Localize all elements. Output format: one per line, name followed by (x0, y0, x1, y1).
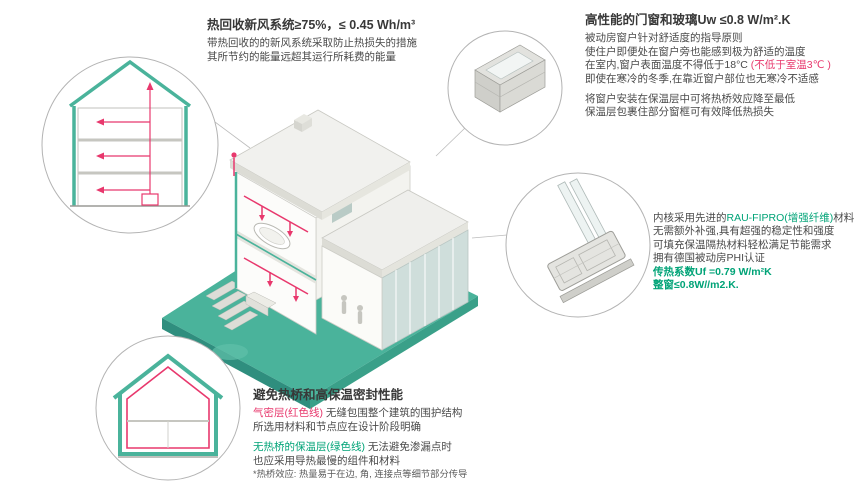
frame-side-face (499, 59, 546, 113)
window-profile-detail (505, 172, 651, 318)
heat-recovery-diagram (41, 56, 219, 234)
thermal-insulation-line: 无热桥的保温层(绿色线) 无法避免渗漏点时 (253, 441, 467, 454)
frame-line-highlight: RAU-FIPRO(增强纤维) (726, 212, 834, 224)
insulation-text: 无法避免渗漏点时 (365, 441, 452, 454)
glass-wing-roof-edge (382, 222, 468, 278)
frame-u-value: 整窗≤0.8W//m2.K. (653, 279, 739, 292)
frame-line-text: 内核采用先进的 (653, 212, 727, 224)
kitchen-counter (245, 295, 269, 317)
profile-detail-line (553, 243, 620, 279)
frame-line: 拥有德国被动房PHI认证 (653, 252, 766, 265)
ventilation-ducts (233, 158, 309, 296)
windows-line: 在室内,窗户表面温度不得低于18°C (不低于室温3℃ ) (585, 59, 831, 72)
thermal-airtight-line: 所选用材料和节点应在设计阶段明确 (253, 420, 421, 433)
windows-line-highlight: (不低于室温3℃ ) (750, 59, 831, 72)
frame-line: 内核采用先进的RAU-FIPRO(增强纤维)材料 (653, 212, 854, 225)
hrv-ducts (104, 90, 151, 196)
windows-line: 即使在寒冷的冬季,在靠近窗户部位也无寒冷不适感 (585, 72, 819, 85)
ventilation-line: 其所节约的能量远超其运行所耗费的能量 (207, 50, 396, 63)
frame-line: 无需额外补强,具有超强的稳定性和强度 (653, 225, 835, 238)
frame-line: 可填充保温隔热材料轻松满足节能需求 (653, 238, 832, 251)
roof-vent-box (302, 118, 312, 132)
frame-u-value: 传热系数Uf =0.79 W/m²K (653, 265, 772, 278)
frame-detail-line (474, 81, 501, 98)
glazing-pane (485, 51, 534, 80)
garden-steps (205, 280, 259, 331)
roof-edge (230, 160, 322, 220)
human-figures (341, 295, 363, 324)
duct-arrows (231, 152, 299, 302)
thermal-callout: 避免热桥和高保温密封性能 气密层(红色线) 无缝包围整个建筑的围护结构 所选用材… (253, 388, 468, 481)
ground-edge-right (310, 296, 478, 409)
insulation-label: 无热桥的保温层(绿色线) (253, 441, 365, 454)
ground-edge-left (162, 318, 310, 409)
spacer (585, 86, 831, 93)
windows-line: 保温层包裹住部分窗框可有效降低热损失 (585, 106, 774, 119)
roof-insulation-line (68, 59, 192, 108)
lounge-interior-face (321, 245, 383, 351)
ventilation-title: 热回收新风系统≥75%，≤ 0.45 Wh/m³ (207, 18, 416, 32)
airtight-layer-line (126, 365, 210, 449)
hrv-unit (141, 193, 159, 206)
hrv-airflow-arrows (96, 82, 154, 194)
roof-edge (322, 162, 410, 220)
thermal-footnote: *热桥效应: 热量易于在边, 角, 连接点等细节部分传导 (253, 469, 468, 480)
insulation-cut-line (235, 233, 317, 281)
windows-callout: 高性能的门窗和玻璃Uw ≤0.8 W/m².K 被动房窗户针对舒适度的指导原则 … (585, 13, 831, 120)
window-corner-detail (447, 30, 563, 146)
windows-line: 使住户即便处在窗户旁也能感到极为舒适的温度 (585, 45, 806, 58)
roof-vent-box (294, 114, 312, 124)
profile-section (547, 178, 635, 304)
glass-mullions (395, 238, 454, 342)
lawn-patch (212, 344, 248, 360)
airtight-text: 无缝包围整个建筑的围护结构 (323, 407, 463, 420)
roof-vent-box (294, 120, 302, 132)
main-house-illustration (229, 109, 469, 351)
section-house-body (74, 62, 186, 206)
insulation-layer-line (112, 353, 224, 400)
thermal-title: 避免热桥和高保温密封性能 (253, 388, 404, 402)
windows-line: 将窗户安装在保温层中可将热桥效应降至最低 (585, 93, 795, 106)
thermal-envelope-diagram (95, 335, 241, 481)
glass-wing-roof-edge (322, 238, 382, 278)
profile-sill (559, 258, 635, 304)
airtight-label: 气密层(红色线) (253, 407, 323, 420)
windows-line-text: 在室内,窗户表面温度不得低于18°C (585, 59, 751, 72)
windows-line: 被动房窗户针对舒适度的指导原则 (585, 32, 743, 45)
windows-title: 高性能的门窗和玻璃Uw ≤0.8 W/m².K (585, 13, 791, 27)
frame-callout: 内核采用先进的RAU-FIPRO(增强纤维)材料 无需额外补强,具有超强的稳定性… (653, 212, 854, 292)
ventilation-callout: 热回收新风系统≥75%，≤ 0.45 Wh/m³ 带热回收的的新风系统采取防止热… (207, 18, 417, 64)
ventilation-line: 带热回收的的新风系统采取防止热损失的措施 (207, 37, 417, 50)
thermal-insulation-line: 也应采用导热最慢的组件和材料 (253, 454, 400, 467)
envelope-house-body (120, 356, 216, 456)
thermal-airtight-line: 气密层(红色线) 无缝包围整个建筑的围护结构 (253, 407, 467, 420)
frame-detail-line (499, 71, 546, 98)
diagram-circle (505, 172, 651, 318)
bathtub (253, 222, 291, 250)
frame-line-text: 材料 (833, 212, 855, 224)
